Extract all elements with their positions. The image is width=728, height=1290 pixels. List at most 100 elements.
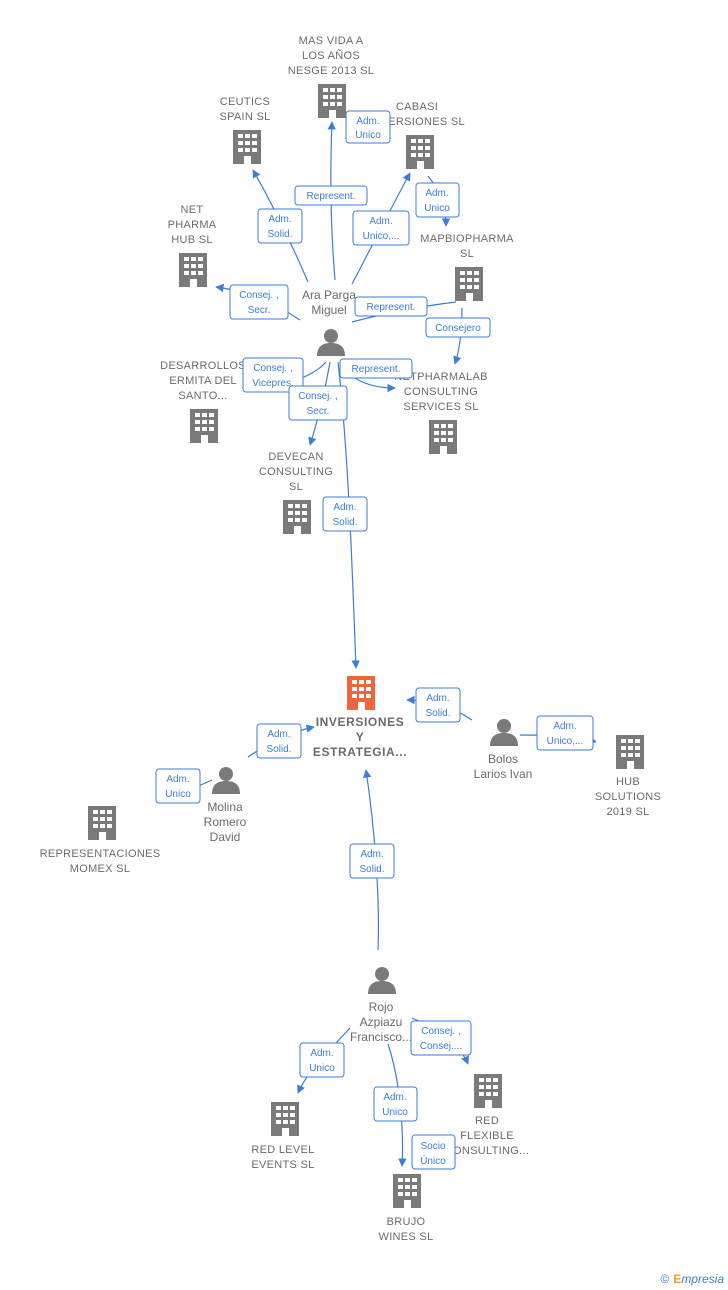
relation-box[interactable]: Represent. [354, 296, 428, 317]
relation-box[interactable]: Adm. Solid. [415, 687, 461, 723]
company-label: HUB [616, 776, 640, 788]
relation-text: Adm. [360, 849, 383, 860]
building-icon [347, 676, 375, 710]
relation-text: Consej. , [239, 290, 278, 301]
relation-box[interactable]: Adm. Unico [415, 182, 460, 218]
company-mapbiopharma[interactable]: MAPBIOPHARMA SL [420, 233, 514, 301]
company-desarrollos[interactable]: DESARROLLOS ERMITA DEL SANTO... [160, 360, 246, 443]
person-molina[interactable]: Molina Romero David [204, 767, 247, 844]
company-mas-vida[interactable]: MAS VIDA A LOS AÑOS NESGE 2013 SL [288, 35, 374, 118]
company-label: INVERSIONES [316, 715, 405, 729]
relation-box[interactable]: Socio Único [411, 1134, 456, 1170]
company-brujo[interactable]: BRUJO WINES SL [379, 1174, 434, 1243]
relation-box[interactable]: Consejero [425, 317, 491, 338]
company-red-flexible[interactable]: RED FLEXIBLE CONSULTING... [445, 1074, 529, 1157]
relation-text: Unico [424, 203, 450, 214]
relation-box[interactable]: Adm. Unico [345, 110, 391, 144]
company-label: DEVECAN [268, 451, 323, 463]
relation-text: Represent. [352, 364, 401, 375]
building-icon [88, 806, 116, 840]
relation-box[interactable]: Adm. Unico [373, 1086, 418, 1122]
company-label: ESTRATEGIA... [313, 745, 407, 759]
person-ara-parga[interactable]: Ara Parga Miguel [302, 288, 356, 356]
person-rojo[interactable]: Rojo Azpiazu Francisco... [350, 967, 412, 1044]
company-net-pharma[interactable]: NET PHARMA HUB SL [168, 204, 217, 287]
person-icon [317, 329, 345, 356]
relation-box[interactable]: Adm. Solid. [349, 843, 395, 879]
company-label: NESGE 2013 SL [288, 65, 374, 77]
company-label: SPAIN SL [219, 111, 270, 123]
relation-text: Secr. [307, 406, 330, 417]
relation-text: Adm. [383, 1092, 406, 1103]
relation-box[interactable]: Adm. Unico,... [352, 210, 410, 246]
company-label: DESARROLLOS [160, 360, 246, 372]
company-ceutics[interactable]: CEUTICS SPAIN SL [219, 96, 270, 164]
company-inversiones[interactable]: INVERSIONES Y ESTRATEGIA... [313, 676, 407, 759]
company-label: NETPHARMALAB [394, 371, 487, 383]
empresia-logo[interactable]: ©Empresia [660, 1272, 724, 1286]
company-label: CONSULTING [259, 466, 333, 478]
brand-initial: E [673, 1272, 682, 1286]
relation-box[interactable]: Adm. Unico,... [536, 715, 594, 751]
person-bolos[interactable]: Bolos Larios Ivan [474, 719, 533, 781]
relation-text: Unico,... [363, 231, 400, 242]
relation-text: Unico [355, 130, 381, 141]
building-icon [429, 420, 457, 454]
building-icon [179, 253, 207, 287]
company-netpharmalab[interactable]: NETPHARMALAB CONSULTING SERVICES SL [394, 371, 487, 454]
relation-box[interactable]: Consej. , Vicepres. [242, 357, 304, 393]
relation-box[interactable]: Adm. Solid. [322, 496, 368, 532]
company-label: PHARMA [168, 219, 217, 231]
building-icon [474, 1074, 502, 1108]
edge-mapbio-netpharmalab [453, 307, 463, 365]
relation-box[interactable]: Consej. , Secr. [288, 385, 348, 421]
relation-text: Unico,... [547, 736, 584, 747]
company-label: CONSULTING... [445, 1145, 529, 1157]
relation-text: Adm. [267, 729, 290, 740]
relation-text: Vicepres. [252, 378, 294, 389]
relation-text: Solid. [359, 864, 384, 875]
person-label: Rojo [369, 1000, 394, 1014]
person-icon [212, 767, 240, 794]
company-label: MAPBIOPHARMA [420, 233, 514, 245]
person-label: Molina [207, 800, 243, 814]
relation-text: Unico [165, 789, 191, 800]
company-label: RED LEVEL [251, 1144, 314, 1156]
building-icon [393, 1174, 421, 1208]
relation-text: Adm. [268, 214, 291, 225]
relation-text: Represent. [367, 302, 416, 313]
company-hub-solutions[interactable]: HUB SOLUTIONS 2019 SL [595, 735, 661, 818]
relation-box[interactable]: Represent. [339, 358, 413, 379]
relation-text: Consej. , [421, 1026, 460, 1037]
company-label: MOMEX SL [70, 863, 130, 875]
company-representaciones[interactable]: REPRESENTACIONES MOMEX SL [40, 806, 161, 875]
building-icon [406, 135, 434, 169]
company-devecan[interactable]: DEVECAN CONSULTING SL [259, 451, 333, 534]
relation-text: Unico [309, 1063, 335, 1074]
relation-box[interactable]: Adm. Solid. [257, 208, 303, 244]
company-label: 2019 SL [606, 806, 649, 818]
relation-box[interactable]: Represent. [294, 185, 368, 206]
building-icon [616, 735, 644, 769]
company-label: INVERSIONES SL [369, 116, 465, 128]
relation-text: Adm. [333, 502, 356, 513]
relation-text: Adm. [553, 721, 576, 732]
relation-box[interactable]: Consej. , Secr. [229, 284, 289, 320]
building-icon [233, 130, 261, 164]
relation-box[interactable]: Consej. , Consej.... [410, 1020, 472, 1056]
relation-text: Adm. [166, 774, 189, 785]
company-red-level[interactable]: RED LEVEL EVENTS SL [251, 1102, 314, 1171]
relation-text: Consejero [435, 323, 481, 334]
company-label: ERMITA DEL [169, 375, 237, 387]
person-label: Francisco... [350, 1030, 412, 1044]
relation-text: Unico [382, 1107, 408, 1118]
company-label: SL [460, 248, 474, 260]
person-label: Romero [204, 815, 247, 829]
relation-box[interactable]: Adm. Solid. [256, 723, 302, 759]
company-label: CEUTICS [220, 96, 270, 108]
relation-box[interactable]: Adm. Unico [299, 1042, 345, 1078]
person-label: David [210, 830, 241, 844]
company-cabasi[interactable]: CABASI INVERSIONES SL [369, 101, 465, 169]
relation-text: Solid. [267, 229, 292, 240]
relation-box[interactable]: Adm. Unico [155, 768, 201, 804]
